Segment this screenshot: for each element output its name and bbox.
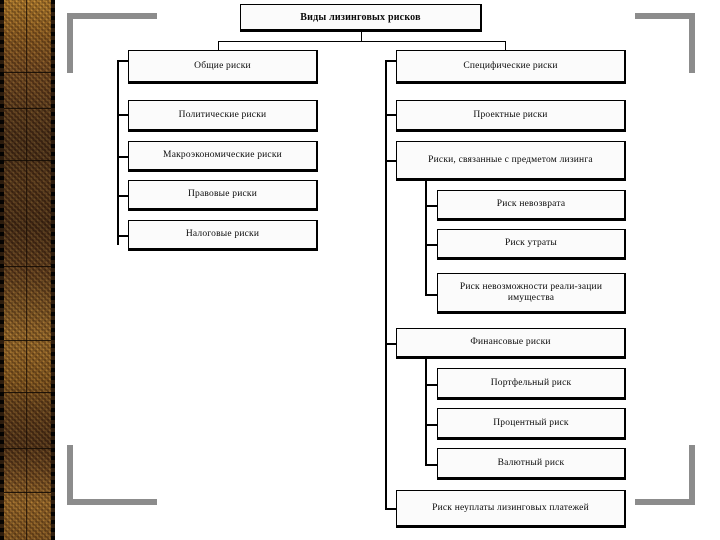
spine-right xyxy=(385,60,387,509)
band-seam xyxy=(4,392,51,393)
node-portfolio[interactable]: Портфельный риск xyxy=(437,368,626,400)
node-asset-related[interactable]: Риски, связанные с предметом лизинга xyxy=(396,141,626,181)
stub-interest xyxy=(425,424,438,426)
spine-left xyxy=(117,60,119,245)
node-general[interactable]: Общие риски xyxy=(128,50,318,84)
connector-root-to-general xyxy=(218,41,219,50)
node-political[interactable]: Политические риски xyxy=(128,100,318,132)
node-currency[interactable]: Валютный риск xyxy=(437,448,626,480)
corner-bracket-bottom-right xyxy=(635,445,695,505)
node-interest[interactable]: Процентный риск xyxy=(437,408,626,440)
band-seam xyxy=(4,340,51,341)
band-seam xyxy=(4,266,51,267)
stub-asset-related xyxy=(385,160,397,162)
band-center-line xyxy=(26,0,27,540)
corner-bracket-bottom-left xyxy=(67,445,157,505)
connector-root-to-specific xyxy=(505,41,506,50)
stub-loss xyxy=(425,244,438,246)
node-macro[interactable]: Макроэкономические риски xyxy=(128,141,318,172)
node-non-payment[interactable]: Риск неуплаты лизинговых платежей xyxy=(396,490,626,528)
stub-general xyxy=(117,60,129,62)
stub-non-return xyxy=(425,205,438,207)
node-financial[interactable]: Финансовые риски xyxy=(396,328,626,359)
stub-political xyxy=(117,114,129,116)
stub-non-payment xyxy=(385,508,397,510)
stub-no-sale xyxy=(425,294,438,296)
stub-macro xyxy=(117,156,129,158)
node-tax[interactable]: Налоговые риски xyxy=(128,220,318,251)
spine-asset-sub xyxy=(425,180,427,296)
connector-root-split xyxy=(218,41,506,42)
stub-project xyxy=(385,114,397,116)
stub-legal xyxy=(117,195,129,197)
node-non-return[interactable]: Риск невозврата xyxy=(437,190,626,221)
node-root[interactable]: Виды лизинговых рисков xyxy=(240,4,482,32)
band-seam xyxy=(4,492,51,493)
band-left-edge xyxy=(0,0,4,540)
spine-financial-sub xyxy=(425,358,427,465)
band-seam xyxy=(4,160,51,161)
stub-specific xyxy=(385,60,397,62)
node-project[interactable]: Проектные риски xyxy=(396,100,626,132)
stub-tax xyxy=(117,235,129,237)
connector-root-stem xyxy=(361,32,362,41)
node-loss[interactable]: Риск утраты xyxy=(437,229,626,260)
decorative-left-band xyxy=(0,0,55,540)
corner-bracket-top-left xyxy=(67,13,157,73)
node-no-sale[interactable]: Риск невозможности реали-зации имущества xyxy=(437,273,626,314)
band-seam xyxy=(4,72,51,73)
band-seam xyxy=(4,108,51,109)
stub-portfolio xyxy=(425,384,438,386)
corner-bracket-top-right xyxy=(635,13,695,73)
band-seam xyxy=(4,448,51,449)
stub-financial xyxy=(385,343,397,345)
stub-currency xyxy=(425,464,438,466)
node-specific[interactable]: Специфические риски xyxy=(396,50,626,84)
band-right-edge xyxy=(51,0,55,540)
node-legal[interactable]: Правовые риски xyxy=(128,180,318,211)
